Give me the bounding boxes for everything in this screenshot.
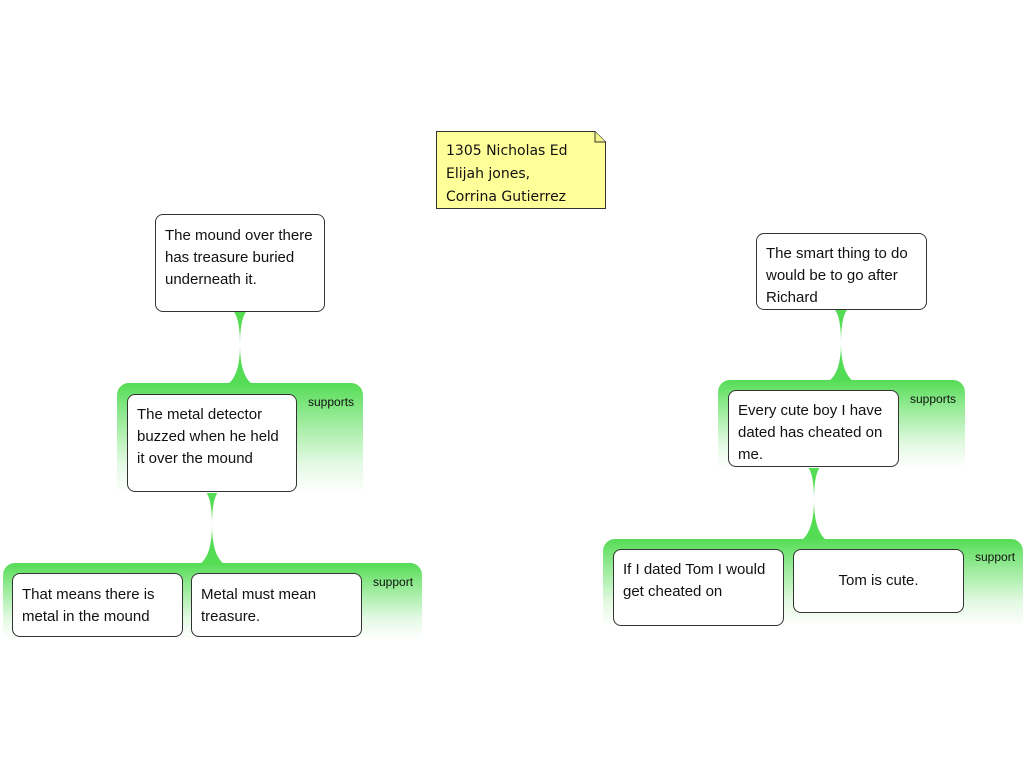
right-claim-node[interactable]: The smart thing to do would be to go aft…: [756, 233, 927, 310]
right-premise-node-1[interactable]: If I dated Tom I would get cheated on: [613, 549, 784, 626]
connector-left-reason-to-premises: [200, 492, 224, 564]
note-line: Corrina Gutierrez: [446, 189, 567, 205]
connector-right-claim-to-reason: [829, 310, 853, 381]
left-supports-label: supports: [308, 395, 355, 409]
left-premise-node-1[interactable]: That means there is metal in the mound: [12, 573, 183, 637]
connector-right-reason-to-premises: [802, 467, 826, 540]
right-reason-node[interactable]: Every cute boy I have dated has cheated …: [728, 390, 899, 467]
note-line: 1305 Nicholas Ed: [446, 143, 568, 159]
note-line: Elijah jones,: [446, 166, 531, 182]
connector-left-claim-to-reason: [228, 312, 252, 384]
note-shape: [436, 131, 606, 209]
title-note[interactable]: 1305 Nicholas Ed Elijah jones, Corrina G…: [436, 131, 606, 209]
right-premise-node-2[interactable]: Tom is cute.: [793, 549, 964, 613]
left-reason-node[interactable]: The metal detector buzzed when he held i…: [127, 394, 297, 492]
right-support-label: support: [975, 550, 1016, 564]
note-text: 1305 Nicholas Ed Elijah jones, Corrina G…: [446, 140, 601, 209]
left-support-label: support: [373, 575, 414, 589]
right-supports-label: supports: [910, 392, 957, 406]
left-claim-node[interactable]: The mound over there has treasure buried…: [155, 214, 325, 312]
left-premise-node-2[interactable]: Metal must mean treasure.: [191, 573, 362, 637]
